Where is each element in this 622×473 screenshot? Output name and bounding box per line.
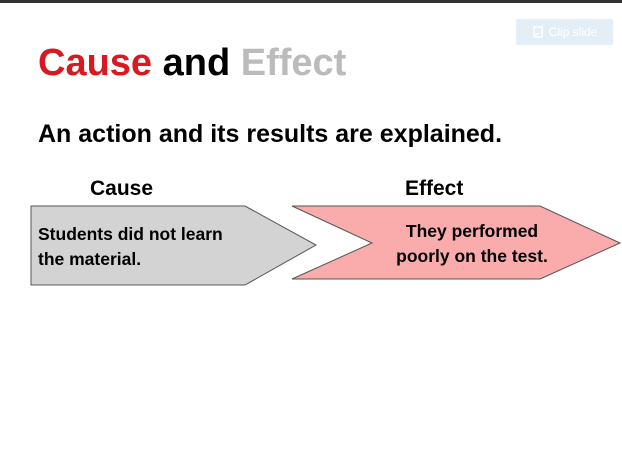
effect-text-line-1: They performed xyxy=(405,221,539,241)
top-border xyxy=(0,0,622,3)
effect-heading: Effect xyxy=(405,177,464,200)
title-word-cause: Cause xyxy=(38,42,153,84)
title-word-effect: Effect xyxy=(240,42,347,84)
cause-text-line-2: the material. xyxy=(38,249,142,269)
clip-slide-icon xyxy=(532,26,543,38)
title-word-and: and xyxy=(162,42,231,84)
slide-subtitle: An action and its results are explained. xyxy=(38,120,503,148)
clip-slide-button[interactable]: Clip slide xyxy=(516,19,613,45)
effect-chevron-shape xyxy=(291,205,622,280)
effect-text-line-2: poorly on the test. xyxy=(396,246,548,266)
cause-box-text: Students did not learn the material. xyxy=(38,222,278,272)
cause-heading: Cause xyxy=(90,177,154,200)
effect-box-text: They performed poorly on the test. xyxy=(372,219,572,269)
cause-text-line-1: Students did not learn xyxy=(38,224,223,244)
cause-arrow-shape xyxy=(30,205,318,286)
slide-title: Cause and Effect xyxy=(38,40,346,86)
clip-slide-label: Clip slide xyxy=(548,25,598,39)
